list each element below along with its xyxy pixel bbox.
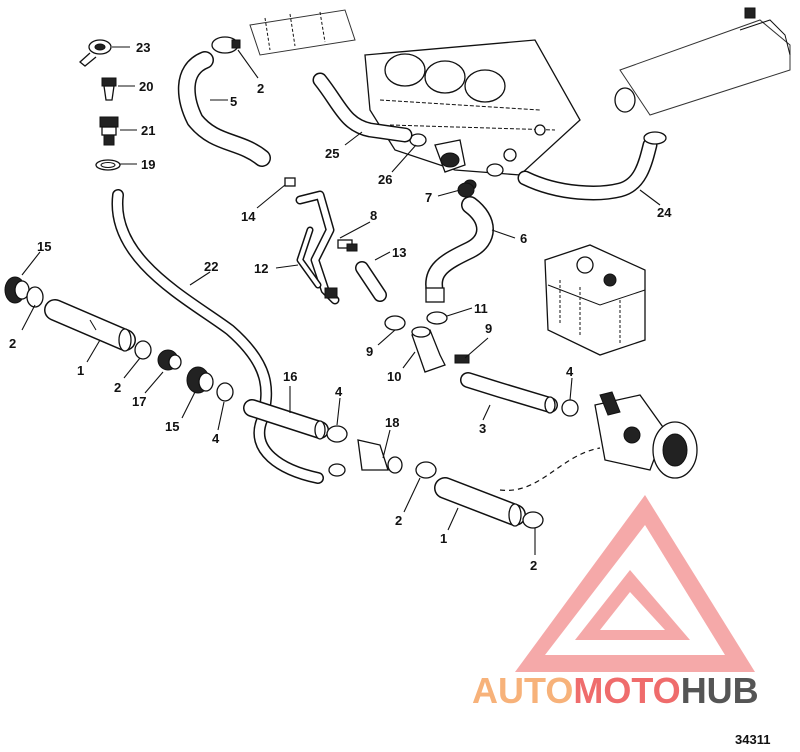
callout-20: 20 [139,79,153,94]
callout-4-left: 4 [212,431,220,446]
callout-12: 12 [254,261,268,276]
callout-25: 25 [325,146,339,161]
callout-2-bottom: 2 [395,513,402,528]
watermark-auto: AUTO [472,670,573,711]
clamp-2-left [26,286,44,308]
watermark-moto: MOTO [573,670,680,711]
callout-8: 8 [370,208,377,223]
callout-23: 23 [136,40,150,55]
callout-11: 11 [474,301,488,316]
callout-16: 16 [283,369,297,384]
watermark-hub: HUB [681,670,759,711]
hose-1-bottom [434,477,526,527]
heat-exchanger [544,244,646,356]
callout-24: 24 [657,205,672,220]
callout-1-bottom: 1 [440,531,447,546]
callout-labels: 23 20 21 19 5 2 25 26 24 7 14 8 6 13 12 … [9,40,672,573]
callout-10: 10 [387,369,401,384]
callout-4-mid: 4 [335,384,343,399]
pump-connection-dashed [499,447,601,491]
clamp-2-br [522,511,544,529]
watermark-logo [515,495,755,672]
callout-2-left: 2 [9,336,16,351]
exhaust-manifold [364,39,581,176]
part-20-fitting [101,77,117,101]
callout-4-right: 4 [566,364,574,379]
part-9-clamp [384,315,406,331]
hose-5 [177,51,271,167]
hose-22 [111,189,324,484]
part-12-pipe-assembly [295,190,340,305]
callout-2-br: 2 [530,558,537,573]
part-11-clamp [426,311,448,325]
upper-housing-outline [249,9,356,56]
part-19-clamp [95,159,121,171]
hose-16 [243,399,329,440]
callout-3: 3 [479,421,486,436]
part-7-clamp [457,182,475,198]
hose-1-left [44,299,136,352]
callout-2-mid: 2 [114,380,121,395]
callout-2-top: 2 [257,81,264,96]
callout-26: 26 [378,172,392,187]
part-17-fitting [157,349,182,371]
part-26-fitting [434,139,466,173]
hose-13 [355,261,387,302]
callout-22: 22 [204,259,218,274]
clamp-4-mid [326,425,348,477]
part-18-fitting [357,439,403,474]
watermark-text: AUTOMOTOHUB [472,670,759,711]
callout-9-left: 9 [366,344,373,359]
hose-24 [517,131,667,201]
clamp-4-left [216,382,234,402]
clamp-2-top [211,36,241,54]
hose-25 [312,72,413,143]
part-21-fitting [99,116,119,146]
callout-15-mid: 15 [165,419,179,434]
callout-15-left: 15 [37,239,51,254]
svg-text:AUTOMOTOHUB: AUTOMOTOHUB [472,670,759,711]
leader-lines [21,46,661,555]
part-9-fitting [454,354,470,364]
seawater-pump [594,391,698,479]
callout-19: 19 [141,157,155,172]
clamp-2-mid [134,340,152,360]
callout-13: 13 [392,245,406,260]
callout-21: 21 [141,123,155,138]
part-15-left-fitting [4,276,30,304]
hose-6 [425,196,494,303]
callout-17: 17 [132,394,146,409]
clamp-2-bottom [415,461,437,479]
callout-7: 7 [425,190,432,205]
callout-18: 18 [385,415,399,430]
callout-5: 5 [230,94,237,109]
part-8-fitting [337,239,358,252]
upper-right-assembly-outline [614,7,791,116]
figure-number: 34311 [735,732,770,747]
callout-14: 14 [241,209,256,224]
callout-1-left: 1 [77,363,84,378]
callout-9-right: 9 [485,321,492,336]
part-15-mid-fitting [186,366,214,394]
hose-3 [460,372,558,414]
part-14-clamp [284,177,296,187]
part-10-elbow [411,326,446,373]
part-23-cap [78,39,112,67]
clamp-4-right [561,399,579,417]
callout-6: 6 [520,231,527,246]
